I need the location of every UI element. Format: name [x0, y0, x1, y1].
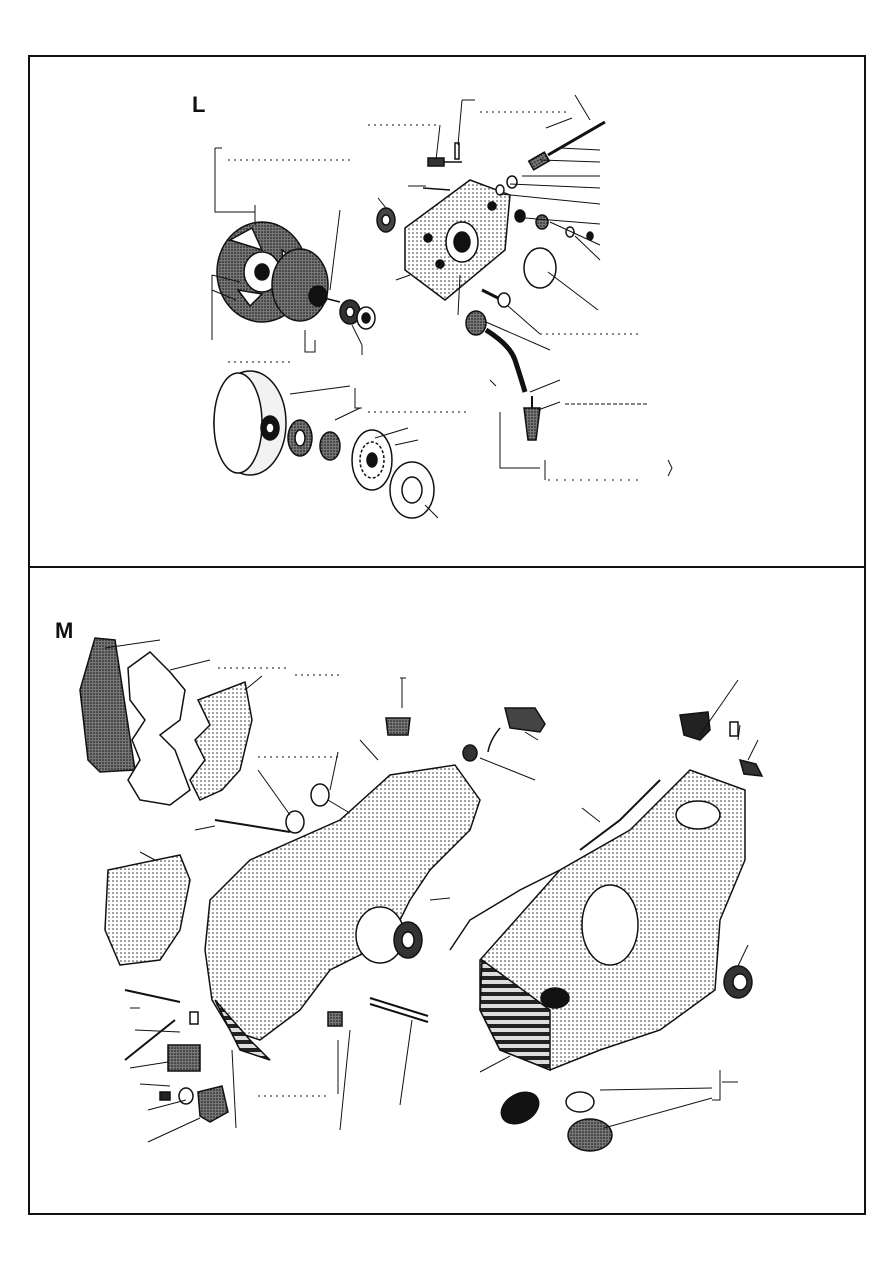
sprocket-rim	[351, 429, 393, 491]
section-letter-m: M	[55, 618, 74, 643]
clip-right	[738, 758, 764, 777]
panel-l	[28, 55, 866, 568]
panel-m-parts	[79, 637, 764, 1152]
bolts-top	[422, 142, 462, 191]
panel-m-leaders	[104, 639, 759, 1143]
bar-plate	[104, 854, 191, 966]
rubber-buffer	[385, 717, 411, 736]
o-ring	[523, 247, 557, 289]
gasket-right	[449, 869, 561, 951]
lower-small-parts	[159, 1011, 343, 1123]
washers-small	[339, 299, 376, 330]
clutch-drum	[213, 370, 287, 476]
fuel-filter	[523, 396, 541, 441]
panel-l-parts	[213, 120, 606, 519]
oil-hose	[465, 288, 528, 393]
seal-ring-right	[723, 965, 753, 999]
rivet-small	[729, 721, 739, 737]
panel-l-leaders	[211, 94, 673, 519]
pump-plunger	[495, 120, 606, 241]
seal-ring	[376, 207, 396, 233]
fuel-cap-top	[679, 711, 711, 741]
gasket-top-right	[579, 779, 661, 851]
long-bolts	[124, 819, 429, 1061]
section-letter-l: L	[192, 92, 206, 117]
sleeve	[285, 783, 330, 834]
clutch-assembly	[216, 221, 341, 323]
gasket-wavy	[127, 651, 191, 806]
chain-catcher	[487, 707, 546, 753]
washer-large	[389, 461, 435, 519]
needle-bearing	[287, 419, 341, 461]
oil-cap	[500, 1091, 613, 1152]
crankcase-left	[204, 764, 481, 1041]
chain-guard-plate	[79, 637, 136, 773]
nut-right	[462, 744, 478, 762]
side-cover	[189, 680, 253, 801]
oil-pump-housing	[404, 179, 511, 301]
